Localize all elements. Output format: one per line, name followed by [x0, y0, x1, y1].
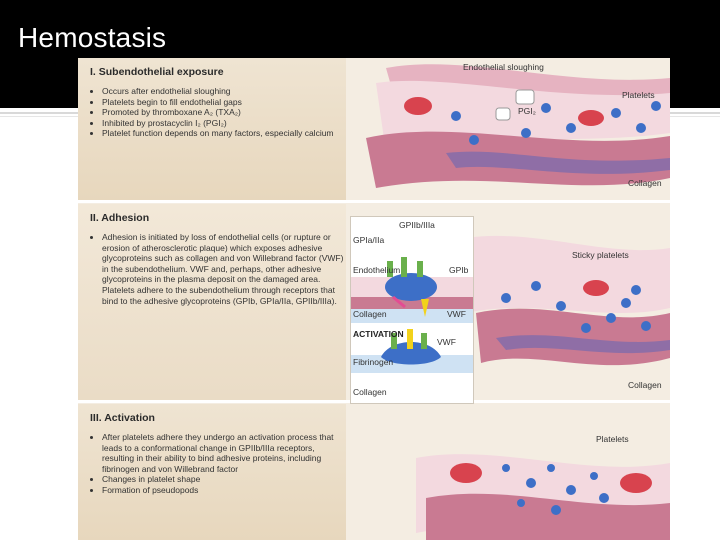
vessel-panel-2: [466, 235, 670, 366]
label-gpiib-iiia: GPIIb/IIIa: [399, 220, 435, 230]
bullet-item: Promoted by thromboxane A₂ (TXA₂): [102, 107, 346, 118]
label-activation: ACTIVATION: [353, 329, 404, 339]
receptor-detail-diagram: GPIIb/IIIa GPIa/IIa Endothelium GPIb Col…: [351, 220, 473, 397]
label-collagen: Collagen: [628, 178, 662, 188]
section-heading: III. Activation: [90, 412, 155, 424]
vessel-panel-3: [416, 454, 670, 540]
hemostasis-figure: I. Subendothelial exposure Occurs after …: [78, 58, 670, 540]
bullet-item: Changes in platelet shape: [102, 474, 346, 485]
receptor-detail-inset: GPIIb/IIIa GPIa/IIa Endothelium GPIb Col…: [350, 216, 474, 404]
bullet-item: Inhibited by prostacyclin I₂ (PGI₂): [102, 118, 346, 129]
section-heading: II. Adhesion: [90, 212, 150, 224]
bullet-item: Platelets begin to fill endothelial gaps: [102, 97, 346, 108]
label-vwf: VWF: [447, 309, 466, 319]
figure-text-column: I. Subendothelial exposure Occurs after …: [78, 58, 346, 540]
illustration-column: Endothelial sloughing PGI₂ Platelets Col…: [346, 58, 670, 540]
bullet-item: Platelet function depends on many factor…: [102, 128, 346, 139]
bullet-item: Formation of pseudopods: [102, 485, 346, 496]
bullet-list: Adhesion is initiated by loss of endothe…: [92, 232, 346, 306]
label-collagen-inset: Collagen: [353, 309, 387, 319]
label-endothelium: Endothelium: [353, 265, 400, 275]
slide-title: Hemostasis: [18, 22, 167, 53]
label-collagen-inset: Collagen: [353, 387, 387, 397]
label-fibrinogen: Fibrinogen: [353, 357, 393, 367]
section-divider: [78, 200, 670, 203]
label-pgi2: PGI₂: [518, 106, 536, 116]
label-platelets: Platelets: [622, 90, 655, 100]
section-subendothelial-exposure: I. Subendothelial exposure Occurs after …: [78, 58, 346, 200]
section-activation: III. Activation After platelets adhere t…: [78, 404, 346, 540]
bullet-item: Adhesion is initiated by loss of endothe…: [102, 232, 346, 306]
bullet-item: Occurs after endothelial sloughing: [102, 86, 346, 97]
label-gpia-iia: GPIa/IIa: [353, 235, 384, 245]
label-platelets: Platelets: [596, 434, 629, 444]
label-sticky-platelets: Sticky platelets: [572, 250, 629, 260]
bullet-item: After platelets adhere they undergo an a…: [102, 432, 346, 474]
label-vwf: VWF: [437, 337, 456, 347]
section-adhesion: II. Adhesion Adhesion is initiated by lo…: [78, 204, 346, 400]
label-collagen: Collagen: [628, 380, 662, 390]
bullet-list: Occurs after endothelial sloughing Plate…: [92, 86, 346, 139]
vessel-illustration: Endothelial sloughing PGI₂ Platelets Col…: [366, 62, 670, 540]
label-gpib: GPIb: [449, 265, 469, 275]
label-endothelial-sloughing: Endothelial sloughing: [463, 62, 544, 72]
section-heading: I. Subendothelial exposure: [90, 66, 224, 78]
vessel-panel-1: [366, 64, 670, 188]
bullet-list: After platelets adhere they undergo an a…: [92, 432, 346, 496]
